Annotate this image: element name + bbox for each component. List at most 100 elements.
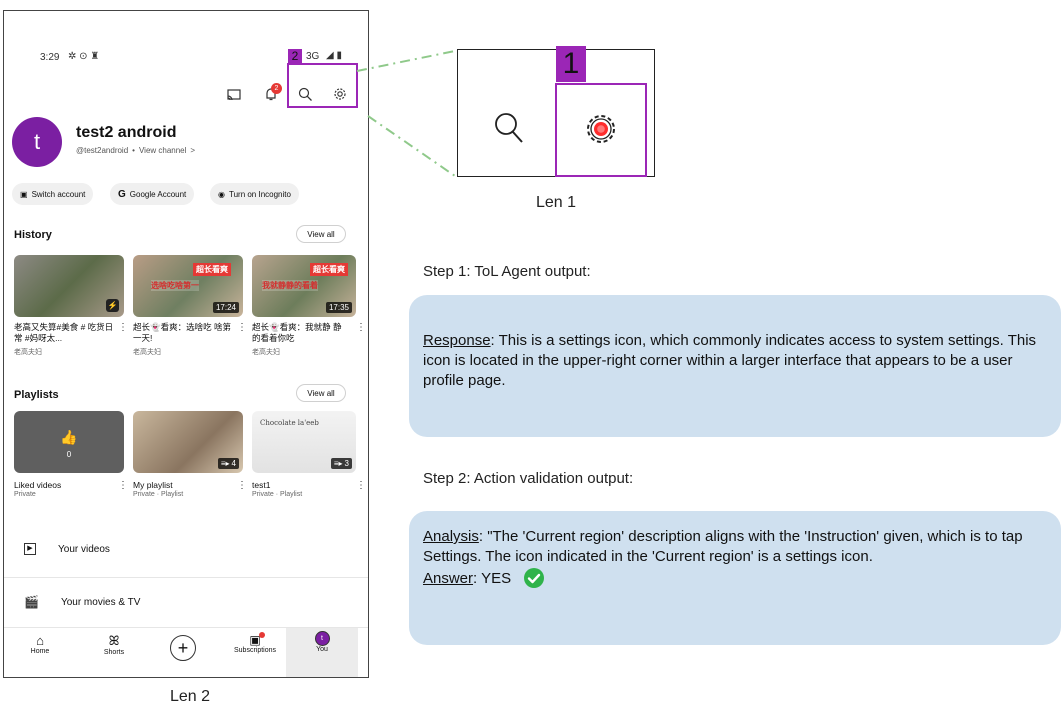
settings-icon[interactable] bbox=[329, 83, 351, 105]
video-duration: 17:24 bbox=[212, 302, 239, 313]
step1-heading: Step 1: ToL Agent output: bbox=[423, 263, 591, 280]
profile-subline: @test2android • View channel > bbox=[76, 146, 196, 155]
history-video-channel: 老高夫妇 bbox=[252, 349, 280, 356]
divider bbox=[4, 577, 368, 578]
more-vert-icon[interactable]: ⋮ bbox=[237, 480, 247, 491]
your-movies-row[interactable]: 🎬 Your movies & TV bbox=[24, 595, 141, 609]
analysis-label: Analysis bbox=[423, 528, 479, 545]
signal-battery-icon: ◢ ▮ bbox=[326, 50, 342, 61]
history-video-channel: 老高夫妇 bbox=[14, 349, 42, 356]
lens1-caption: Len 1 bbox=[535, 194, 577, 211]
playlist-sub: Private bbox=[14, 491, 36, 498]
check-icon bbox=[523, 567, 545, 595]
view-channel-link[interactable]: View channel bbox=[138, 146, 187, 155]
history-thumb-2[interactable]: 超长看爽 选啥吃啥第一 17:24 bbox=[133, 255, 243, 317]
highlight-tag-2: 2 bbox=[288, 49, 302, 63]
lens2-caption: Len 2 bbox=[169, 688, 211, 705]
history-thumb-1[interactable]: ⚡ bbox=[14, 255, 124, 317]
subscriptions-icon: ▣ bbox=[249, 632, 265, 647]
zoom-search-icon bbox=[494, 112, 524, 149]
your-videos-row[interactable]: ▶ Your videos bbox=[24, 543, 110, 555]
notification-badge: 2 bbox=[271, 83, 282, 94]
lens1-zoom-panel: 1 bbox=[457, 46, 655, 177]
nav-you[interactable]: t You bbox=[302, 631, 342, 653]
search-icon[interactable] bbox=[294, 83, 316, 105]
zoom-settings-icon bbox=[583, 111, 619, 152]
create-icon[interactable]: + bbox=[170, 635, 196, 661]
incognito-icon: ◉ bbox=[218, 189, 225, 199]
history-video-title[interactable]: 超长👻看爽：选啥吃 啥第一天! bbox=[133, 322, 231, 343]
avatar[interactable]: t bbox=[12, 117, 62, 167]
phone-screenshot: 3:29 ✲ ⊙ ♜ 3G ◢ ▮ 2 2 t test2 android @t… bbox=[3, 10, 369, 678]
highlight-box-1 bbox=[555, 83, 647, 177]
playlist-count: 0 bbox=[66, 450, 72, 459]
playlist-thumb-liked[interactable]: 👍 0 bbox=[14, 411, 124, 473]
response-text: : This is a settings icon, which commonl… bbox=[423, 332, 1037, 389]
playlists-title: Playlists bbox=[14, 389, 59, 401]
shorts-icon: ⚡ bbox=[106, 299, 119, 312]
more-vert-icon[interactable]: ⋮ bbox=[118, 480, 128, 491]
step2-analysis-bubble: Analysis: "The 'Current region' descript… bbox=[409, 511, 1061, 645]
history-video-title[interactable]: 老高又失算#美食 # 吃货日常 #妈呀太... bbox=[14, 322, 114, 343]
history-video-channel: 老高夫妇 bbox=[133, 349, 161, 356]
playlist-title[interactable]: test1 bbox=[252, 480, 271, 490]
history-view-all-button[interactable]: View all bbox=[296, 225, 346, 243]
status-icons: ✲ ⊙ ♜ bbox=[68, 51, 100, 62]
playlist-thumb-my[interactable]: ≡▸4 bbox=[133, 411, 243, 473]
video-duration: 17:35 bbox=[325, 302, 352, 313]
playlist-count-badge: ≡▸3 bbox=[330, 458, 352, 469]
more-vert-icon[interactable]: ⋮ bbox=[356, 322, 366, 333]
step2-heading: Step 2: Action validation output: bbox=[423, 470, 634, 487]
thumb-overlay-text: Chocolate la'eeb bbox=[260, 419, 319, 427]
thumb-overlay-text: 超长看爽 bbox=[310, 263, 348, 276]
playlist-thumb-test1[interactable]: Chocolate la'eeb ≡▸3 bbox=[252, 411, 356, 473]
highlight-box-2 bbox=[287, 63, 358, 108]
playlist-icon: ≡▸ bbox=[220, 459, 230, 468]
playlist-title[interactable]: Liked videos bbox=[14, 480, 62, 490]
thumb-overlay-text-2: 选啥吃啥第一 bbox=[151, 280, 199, 291]
shorts-nav-icon: ꕤ bbox=[108, 633, 120, 648]
profile-name: test2 android bbox=[76, 124, 177, 141]
status-network: 3G bbox=[306, 51, 320, 62]
response-label: Response bbox=[423, 332, 491, 349]
history-title: History bbox=[14, 229, 52, 241]
thumbs-up-icon: 👍 bbox=[60, 429, 78, 445]
playlist-sub: Private · Playlist bbox=[133, 491, 184, 498]
status-time: 3:29 bbox=[40, 52, 60, 63]
home-icon: ⌂ bbox=[36, 633, 44, 648]
playlist-title[interactable]: My playlist bbox=[133, 480, 173, 490]
playlist-icon: ≡▸ bbox=[333, 459, 343, 468]
switch-account-icon: ▣ bbox=[20, 189, 28, 199]
history-thumb-3[interactable]: 超长看爽 我就静静的看着 17:35 bbox=[252, 255, 356, 317]
answer-label: Answer bbox=[423, 570, 474, 587]
more-vert-icon[interactable]: ⋮ bbox=[356, 480, 366, 491]
incognito-chip[interactable]: ◉Turn on Incognito bbox=[210, 183, 299, 205]
google-icon: G bbox=[118, 188, 126, 200]
subscriptions-dot bbox=[258, 632, 265, 638]
answer-text: : YES bbox=[473, 570, 512, 587]
cast-icon[interactable] bbox=[224, 85, 244, 105]
more-vert-icon[interactable]: ⋮ bbox=[237, 322, 247, 333]
nav-home[interactable]: ⌂Home bbox=[30, 633, 50, 655]
connector-top bbox=[356, 50, 456, 72]
switch-account-chip[interactable]: ▣Switch account bbox=[12, 183, 94, 205]
playlists-view-all-button[interactable]: View all bbox=[296, 384, 346, 402]
step1-response-bubble: Response: This is a settings icon, which… bbox=[409, 295, 1061, 437]
notifications-icon[interactable]: 2 bbox=[260, 83, 282, 105]
nav-divider bbox=[4, 627, 368, 628]
analysis-text: : "The 'Current region' description alig… bbox=[423, 528, 1023, 565]
profile-handle: @test2android bbox=[76, 146, 129, 155]
more-vert-icon[interactable]: ⋮ bbox=[118, 322, 128, 333]
thumb-overlay-text-2: 我就静静的看着 bbox=[262, 280, 318, 291]
clapperboard-icon: 🎬 bbox=[24, 595, 39, 609]
you-avatar: t bbox=[314, 631, 330, 646]
nav-subscriptions[interactable]: ▣ Subscriptions bbox=[233, 632, 277, 654]
play-box-icon: ▶ bbox=[24, 543, 36, 555]
thumb-overlay-text: 超长看爽 bbox=[193, 263, 231, 276]
history-video-title[interactable]: 超长👻看爽：我就静 静的看着你吃 bbox=[252, 322, 342, 343]
playlist-sub: Private · Playlist bbox=[252, 491, 303, 498]
connector-bottom bbox=[367, 115, 456, 177]
